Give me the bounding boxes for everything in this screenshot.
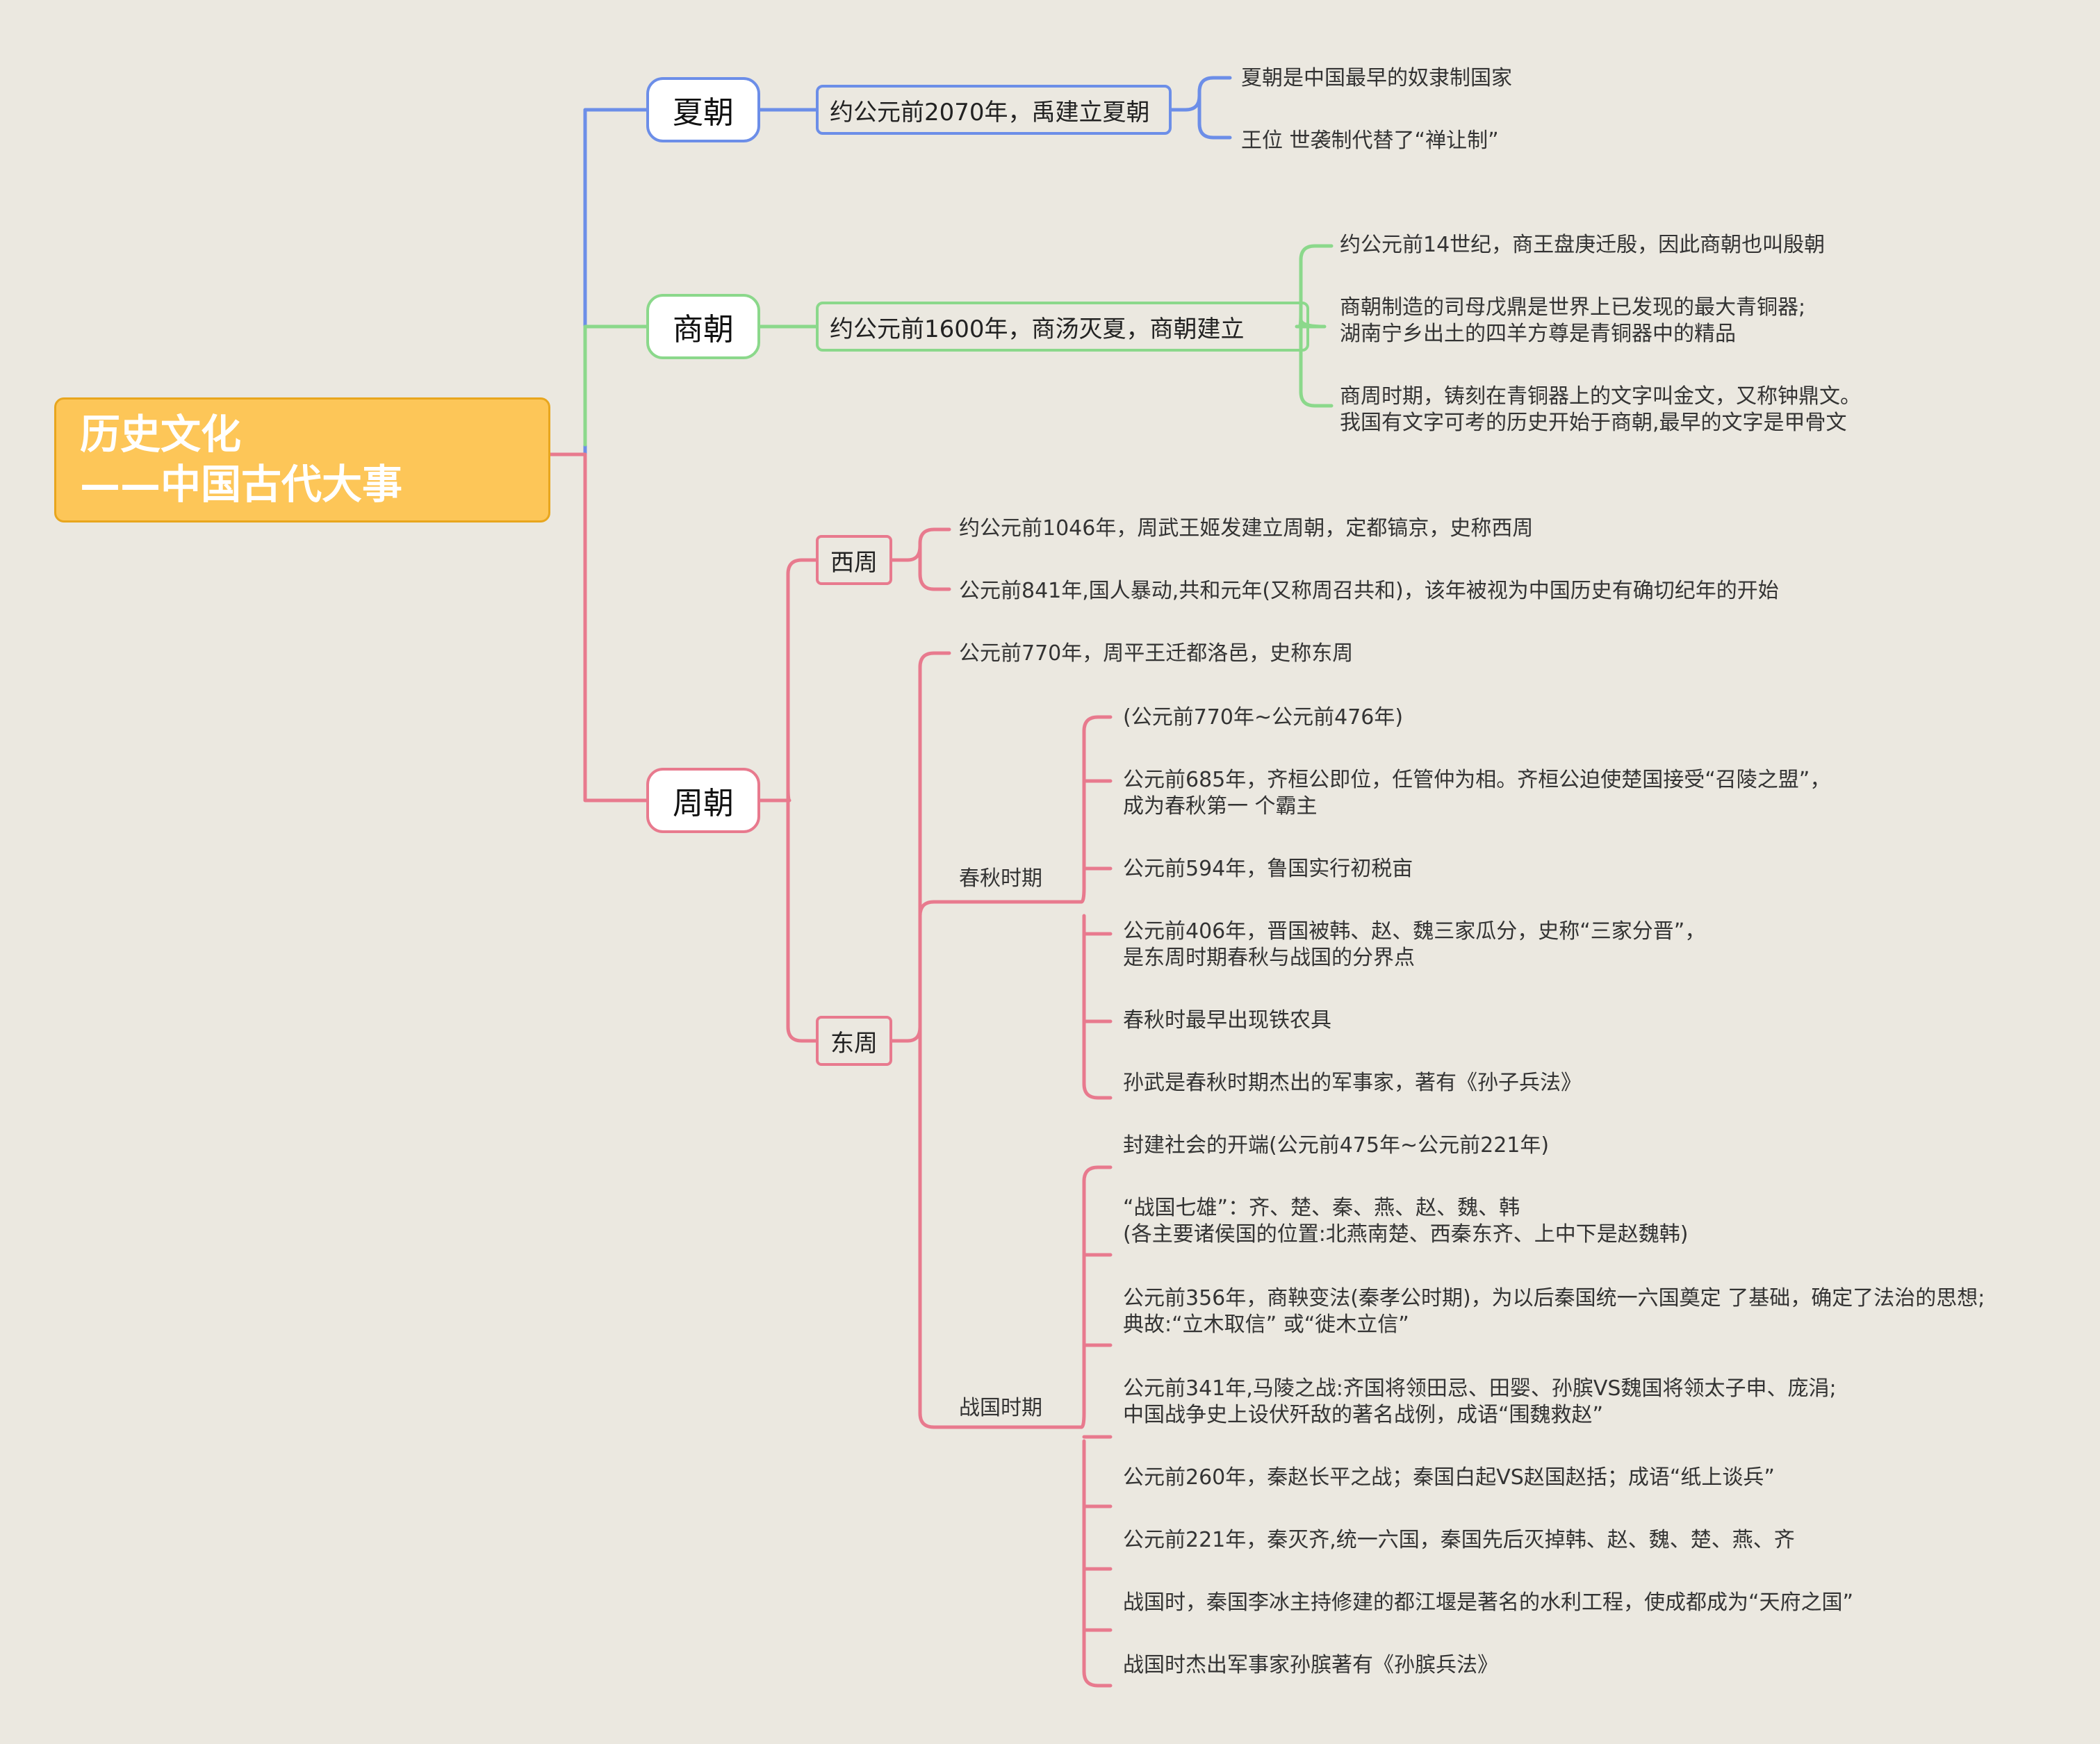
edge-xizhou-brace xyxy=(890,527,951,591)
xia-event[interactable]: 约公元前2070年，禹建立夏朝 xyxy=(816,85,1172,135)
zhanguo-item: 封建社会的开端(公元前475年~公元前221年) xyxy=(1123,1133,1550,1158)
topic-dongzhou[interactable]: 东周 xyxy=(816,1016,892,1066)
edge-chunqiu-brace xyxy=(1079,715,1113,1100)
dongzhou-intro: 公元前770年，周平王迁都洛邑，史称东周 xyxy=(959,641,1354,666)
edge-zhanguo-brace xyxy=(1079,1165,1113,1688)
zhanguo-item: 战国时，秦国李冰主持修建的都江堰是著名的水利工程，使成都成为“天府之国” xyxy=(1123,1590,1854,1615)
shang-detail: 约公元前14世纪，商王盘庚迁殷，因此商朝也叫殷朝 xyxy=(1340,233,1826,257)
topic-xia[interactable]: 夏朝 xyxy=(646,77,760,142)
chunqiu-item: (公元前770年~公元前476年) xyxy=(1123,705,1404,730)
chunqiu-item: 孙武是春秋时期杰出的军事家，著有《孙子兵法》 xyxy=(1123,1071,1582,1095)
zhanguo-item: 战国时杰出军事家孙膑著有《孙膑兵法》 xyxy=(1123,1653,1498,1677)
chunqiu-item: 公元前685年，齐桓公即位，任管仲为相。齐桓公迫使楚国接受“召陵之盟”，成为春秋… xyxy=(1123,768,1831,818)
xizhou-item: 公元前841年,国人暴动,共和元年(又称周召共和)，该年被视为中国历史有确切纪年… xyxy=(959,579,1779,603)
edge-chunqiu-ticks xyxy=(1082,779,1113,1023)
edge-dongzhou-spine xyxy=(890,651,1083,1429)
shang-detail: 商朝制造的司母戊鼎是世界上已发现的最大青铜器;湖南宁乡出土的四羊方尊是青铜器中的… xyxy=(1340,295,1806,346)
topic-xizhou[interactable]: 西周 xyxy=(816,535,892,585)
xia-detail: 夏朝是中国最早的奴隶制国家 xyxy=(1241,66,1512,90)
chunqiu-item: 春秋时最早出现铁农具 xyxy=(1123,1008,1331,1033)
topic-chunqiu[interactable]: 春秋时期 xyxy=(959,866,1042,891)
xia-detail: 王位 世袭制代替了“禅让制” xyxy=(1241,129,1499,153)
xizhou-item: 约公元前1046年，周武王姬发建立周朝，定都镐京，史称西周 xyxy=(959,516,1534,541)
zhanguo-item: “战国七雄”：齐、楚、秦、燕、赵、魏、韩(各主要诸侯国的位置:北燕南楚、西秦东齐… xyxy=(1123,1196,1689,1247)
topic-shang[interactable]: 商朝 xyxy=(646,294,760,359)
root-title-line2: ——中国古代大事 xyxy=(80,461,403,508)
edge-zhou-split xyxy=(758,558,818,1043)
topic-zhanguo[interactable]: 战国时期 xyxy=(959,1396,1042,1420)
zhanguo-item: 公元前221年，秦灭齐,统一六国，秦国先后灭掉韩、赵、魏、楚、燕、齐 xyxy=(1123,1528,1795,1552)
edge-xia-brace xyxy=(1170,76,1232,140)
zhanguo-item: 公元前341年,马陵之战:齐国将领田忌、田婴、孙膑VS魏国将领太子申、庞涓;中国… xyxy=(1123,1376,1837,1427)
chunqiu-item: 公元前406年，晋国被韩、赵、魏三家瓜分，史称“三家分晋”，是东周时期春秋与战国… xyxy=(1123,919,1706,970)
shang-detail: 商周时期，铸刻在青铜器上的文字叫金文，又称钟鼎文。我国有文字可考的历史开始于商朝… xyxy=(1340,384,1861,435)
edge-root-xia xyxy=(548,108,648,456)
edge-root-zhou xyxy=(548,452,648,803)
edge-root-shang xyxy=(583,324,648,447)
root-title-line1: 历史文化 xyxy=(80,411,242,458)
zhanguo-item: 公元前356年，商鞅变法(秦孝公时期)，为以后秦国统一六国奠定 了基础，确定了法… xyxy=(1123,1286,1985,1337)
topic-zhou[interactable]: 周朝 xyxy=(646,768,760,833)
chunqiu-item: 公元前594年，鲁国实行初税亩 xyxy=(1123,857,1413,881)
shang-event[interactable]: 约公元前1600年，商汤灭夏，商朝建立 xyxy=(816,302,1309,352)
zhanguo-item: 公元前260年，秦赵长平之战；秦国白起VS赵国赵括；成语“纸上谈兵” xyxy=(1123,1465,1775,1490)
root-topic[interactable]: 历史文化 ——中国古代大事 xyxy=(54,397,550,523)
edge-zhanguo-ticks xyxy=(1082,1253,1113,1632)
